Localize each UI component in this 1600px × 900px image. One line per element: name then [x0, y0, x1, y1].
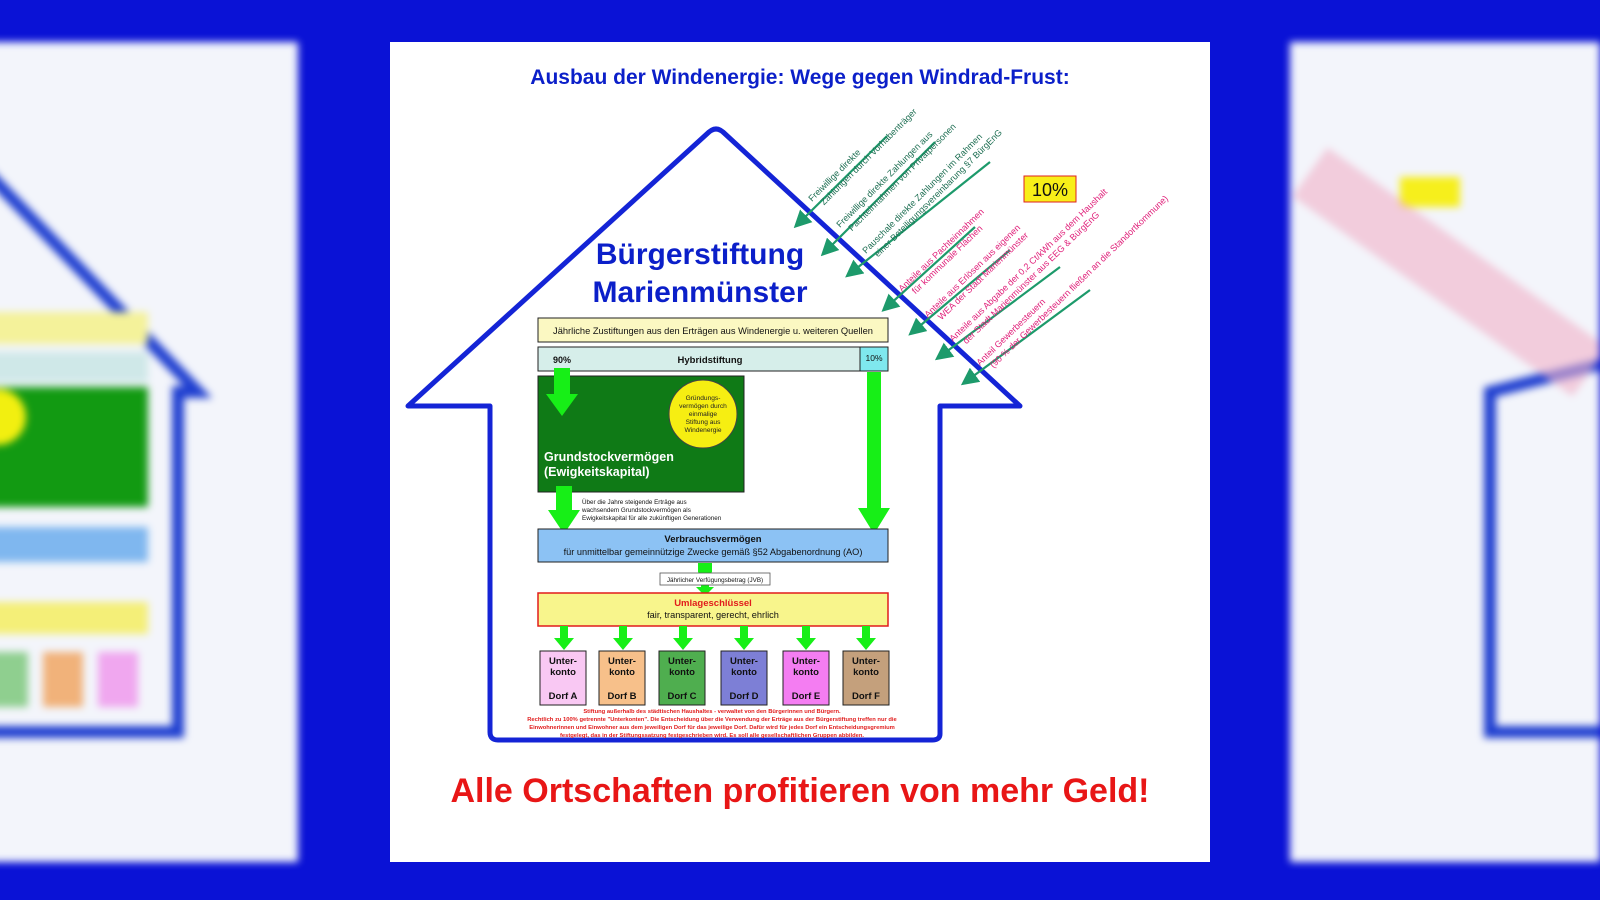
circle-text-2: vermögen durch — [679, 403, 727, 410]
subaccount-a: Unter- konto Dorf A — [539, 650, 587, 706]
allocation-box — [537, 592, 889, 627]
annual-contributions-label: Jährliche Zustiftungen aus den Erträgen … — [553, 326, 873, 336]
subaccount-village: Dorf B — [607, 691, 636, 702]
subaccount-village: Dorf C — [667, 691, 696, 702]
capital-subtitle: (Ewigkeitskapital) — [544, 465, 650, 479]
subaccount-village: Dorf D — [729, 691, 758, 702]
jvb-box — [659, 572, 771, 586]
subaccount-label: konto — [853, 667, 879, 678]
subaccount-arrows — [554, 626, 876, 650]
circle-text-1: Gründungs- — [686, 395, 721, 402]
flow-arrows — [546, 368, 890, 596]
annual-contributions-bar — [537, 317, 889, 343]
subaccount-b: Unter- konto Dorf B — [598, 650, 646, 706]
subaccount-label: Unter- — [668, 656, 696, 667]
subaccount-village: Dorf E — [792, 691, 821, 702]
growth-note-2: wachsendem Grundstockvermögen als — [581, 507, 691, 514]
consumption-subtitle: für unmittelbar gemeinnützige Zwecke gem… — [564, 547, 863, 557]
foundation-name-line1: Bürgerstiftung — [596, 238, 804, 271]
page-title: Ausbau der Windenergie: Wege gegen Windr… — [530, 66, 1069, 89]
blurred-right-copy — [1290, 42, 1600, 862]
subaccount-label: Unter- — [608, 656, 636, 667]
subaccount-label: Unter- — [792, 656, 820, 667]
house-outline — [405, 126, 1023, 743]
ten-percent-badge-text: 10% — [1032, 180, 1068, 200]
hybrid-left-percent: 90% — [553, 355, 571, 365]
subaccount-village: Dorf F — [852, 691, 880, 702]
founding-capital-circle — [668, 379, 738, 449]
blurred-left-copy — [0, 42, 298, 862]
circle-text-4: Stiftung aus — [686, 419, 722, 426]
hybrid-ten-percent-cell — [859, 346, 889, 372]
growth-note-3: Ewigkeitskapital für alle zukünftigen Ge… — [582, 515, 722, 522]
subaccount-d: Unter- konto Dorf D — [720, 650, 768, 706]
subaccount-label: konto — [609, 667, 635, 678]
bottom-slogan: Alle Ortschaften profitieren von mehr Ge… — [450, 772, 1149, 810]
subaccount-c: Unter- konto Dorf C — [658, 650, 706, 706]
foundation-name-line2: Marienmünster — [592, 276, 807, 309]
subaccount-label: Unter- — [852, 656, 880, 667]
allocation-subtitle: fair, transparent, gerecht, ehrlich — [647, 610, 779, 620]
subaccount-label: konto — [731, 667, 757, 678]
allocation-title: Umlageschlüssel — [674, 598, 752, 609]
footnote-line: Rechtlich zu 100% getrennte "Unterkonten… — [527, 717, 897, 723]
growth-note-1: Über die Jahre steigende Erträge aus — [582, 498, 687, 506]
circle-text-5: Windenergie — [684, 427, 721, 434]
consumption-title: Verbrauchsvermögen — [664, 534, 761, 545]
green-input-arrows — [793, 135, 991, 278]
subaccount-label: Unter- — [730, 656, 758, 667]
circle-text-3: einmalige — [689, 411, 718, 418]
footnote-line: Stiftung außerhalb des städtischen Haush… — [583, 709, 841, 715]
subaccount-label: konto — [793, 667, 819, 678]
subaccount-e: Unter- konto Dorf E — [782, 650, 830, 706]
ten-percent-badge — [1023, 175, 1077, 203]
pink-input-arrows — [881, 226, 1091, 386]
hybrid-label: Hybridstiftung — [678, 355, 743, 366]
footnote-line: festgelegt, das in der Stiftungssatzung … — [560, 733, 864, 739]
footnote-line: Einwohnerinnen und Einwohner aus dem jew… — [529, 725, 895, 731]
subaccount-label: Unter- — [549, 656, 577, 667]
capital-title: Grundstockvermögen — [544, 450, 674, 464]
subaccount-label: konto — [669, 667, 695, 678]
subaccount-label: konto — [550, 667, 576, 678]
subaccount-f: Unter- konto Dorf F — [842, 650, 890, 706]
subaccount-village: Dorf A — [549, 691, 578, 702]
hybrid-right-percent: 10% — [865, 353, 882, 363]
consumption-box — [537, 528, 889, 563]
pink-input-labels: Anteile aus Pachteinnahmen für kommunale… — [896, 186, 1170, 369]
infographic-card: Ausbau der Windenergie: Wege gegen Windr… — [390, 42, 1210, 862]
jvb-label: Jährlicher Verfügungsbetrag (JVB) — [667, 577, 763, 584]
